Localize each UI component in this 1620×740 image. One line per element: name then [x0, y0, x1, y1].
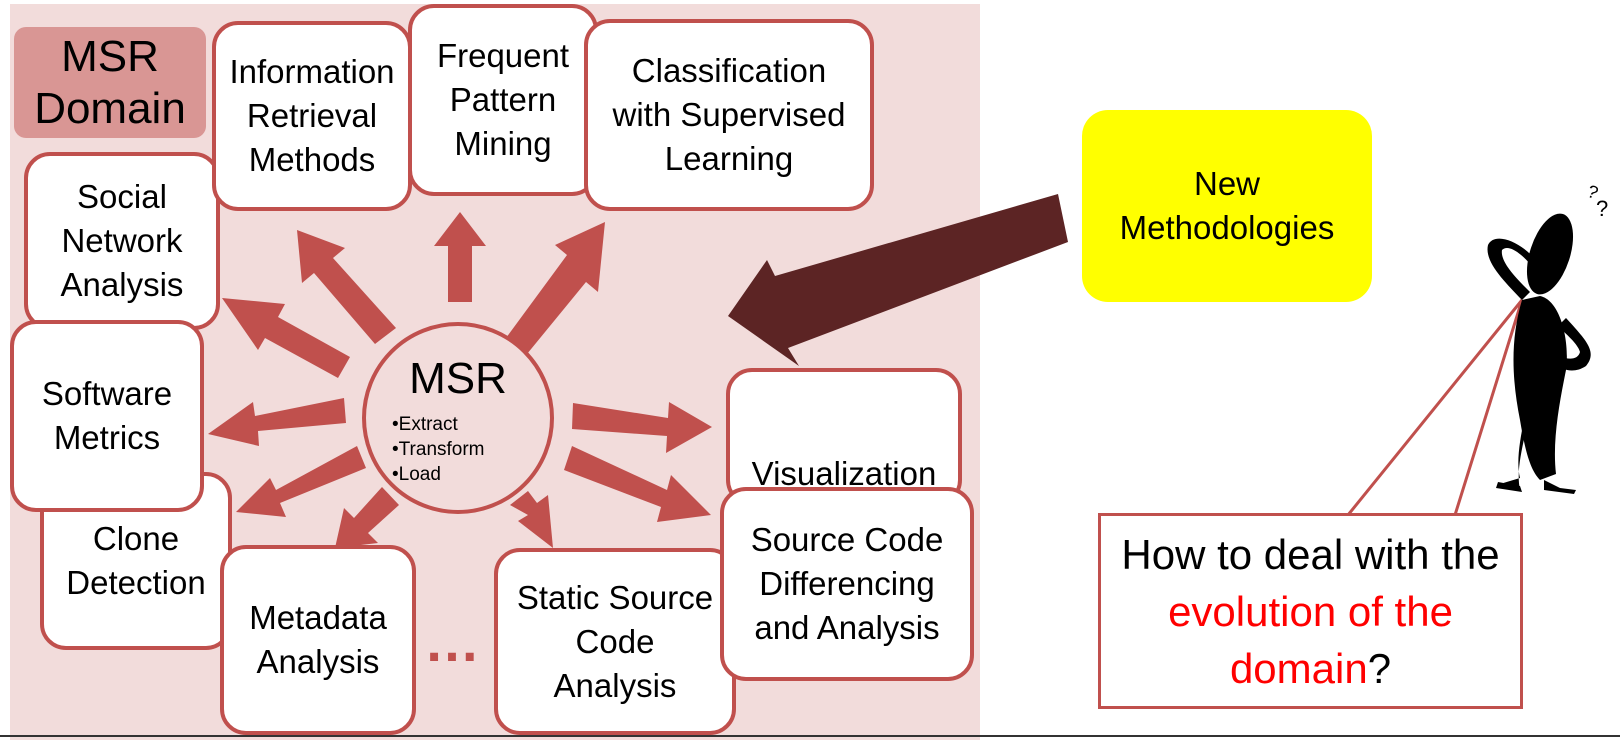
information-retrieval-box: Information Retrieval Methods — [212, 21, 412, 211]
source-code-differencing-box: Source Code Differencing and Analysis — [720, 487, 974, 681]
callout-text-part1: How to deal with the — [1121, 530, 1500, 578]
msr-center-circle: MSR •Extract •Transform •Load — [362, 322, 554, 514]
etl-step-load: •Load — [392, 464, 441, 485]
big-arrow-new-methodologies — [728, 194, 1068, 366]
source-code-differencing-label: Source Code Differencing and Analysis — [750, 521, 944, 646]
svg-text:?: ? — [1596, 196, 1608, 221]
evolution-question-callout: How to deal with the evolution of the do… — [1098, 513, 1523, 709]
arrow-to-frequent-pattern — [434, 212, 486, 302]
metadata-analysis-box: Metadata Analysis — [220, 545, 416, 735]
arrow-to-information-retrieval — [297, 230, 396, 344]
static-source-code-analysis-box: Static Source Code Analysis — [494, 548, 736, 735]
arrow-to-classification — [506, 222, 605, 354]
metadata-analysis-label: Metadata Analysis — [249, 599, 387, 680]
classification-box: Classification with Supervised Learning — [584, 19, 874, 211]
social-network-analysis-label: Social Network Analysis — [60, 178, 184, 303]
arrow-to-source-differencing — [564, 446, 711, 522]
arrow-to-visualization — [572, 402, 712, 453]
evolution-question-text: How to deal with the evolution of the do… — [1101, 526, 1520, 697]
arrow-to-social-network — [222, 298, 350, 378]
arrow-to-software-metrics — [208, 398, 346, 446]
etl-step-extract: •Extract — [392, 414, 458, 435]
software-metrics-label: Software Metrics — [41, 375, 173, 456]
arrow-to-static-source — [510, 491, 553, 548]
visualization-box: Visualization — [726, 368, 962, 506]
msr-center-title: MSR — [409, 354, 507, 403]
information-retrieval-label: Information Retrieval Methods — [229, 53, 395, 178]
classification-label: Classification with Supervised Learning — [612, 52, 846, 177]
frequent-pattern-mining-label: Frequent Pattern Mining — [436, 37, 570, 162]
new-methodologies-box: New Methodologies — [1082, 110, 1372, 302]
arrow-to-clone-detection — [236, 446, 366, 517]
callout-text-highlight: evolution of the domain — [1168, 587, 1453, 692]
visualization-label: Visualization — [751, 455, 937, 492]
more-methods-ellipsis: … — [424, 610, 483, 673]
etl-steps-list: •Extract •Transform •Load — [392, 412, 485, 487]
etl-step-transform: •Transform — [392, 439, 485, 460]
msr-domain-label-text: MSR Domain — [34, 31, 186, 133]
arrow-to-metadata-analysis — [335, 487, 399, 548]
new-methodologies-label: New Methodologies — [1119, 165, 1335, 246]
clone-detection-label: Clone Detection — [66, 520, 206, 601]
static-source-code-analysis-label: Static Source Code Analysis — [516, 578, 714, 704]
social-network-analysis-box: Social Network Analysis — [24, 152, 220, 330]
slide-baseline — [0, 735, 1620, 737]
callout-text-part2: ? — [1367, 644, 1392, 692]
software-metrics-box: Software Metrics — [10, 320, 204, 512]
msr-domain-label: MSR Domain — [14, 27, 206, 138]
